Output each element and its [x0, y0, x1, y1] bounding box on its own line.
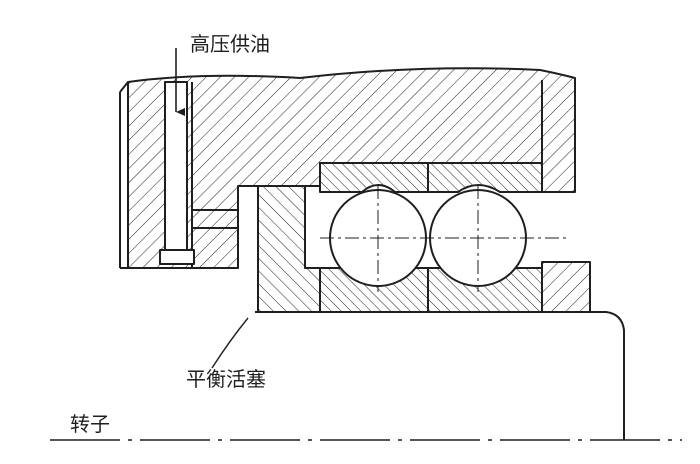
piston-leader	[211, 317, 249, 369]
housing	[127, 67, 576, 269]
shoulder-spacer	[541, 261, 591, 313]
oil-supply-label: 高压供油	[190, 32, 270, 56]
rotor-label: 转子	[70, 412, 110, 436]
outer-ring-right	[427, 162, 543, 193]
balance-piston	[257, 185, 321, 313]
oil-pocket	[159, 249, 195, 265]
rotor-shaft	[255, 311, 625, 440]
outer-ring-left	[319, 162, 429, 193]
balance-piston-label: 平衡活塞	[186, 367, 266, 391]
